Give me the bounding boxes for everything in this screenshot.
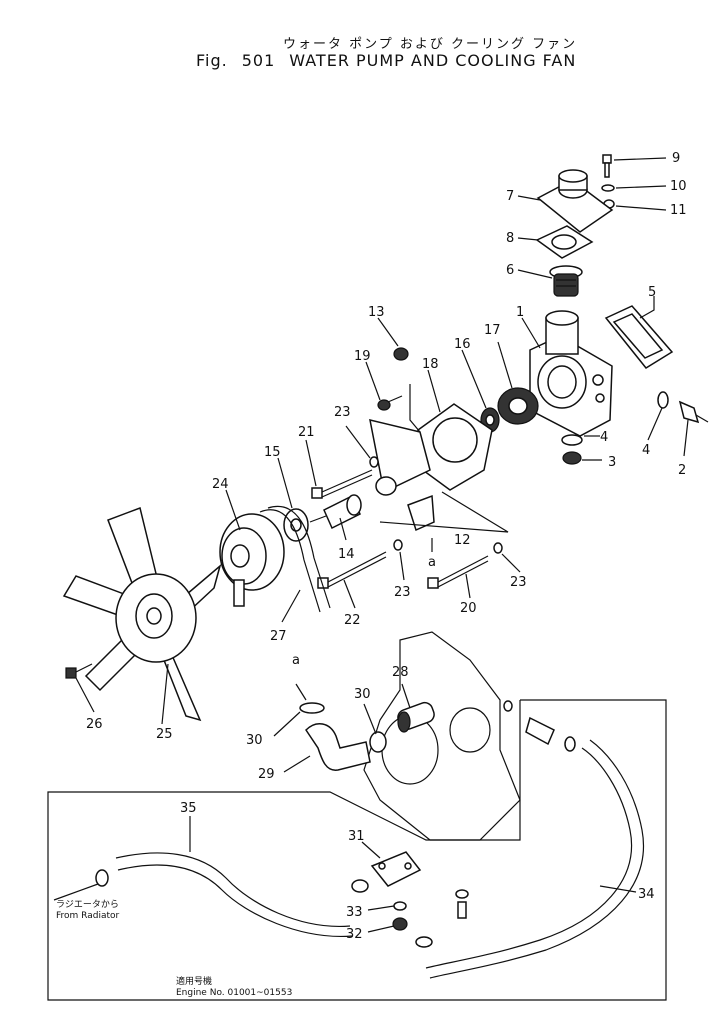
clamp-30-right [369,731,387,753]
bolt-22 [317,551,387,589]
title-english: WATER PUMP AND COOLING FAN [289,51,577,70]
fig-number: 501 [241,51,276,70]
note-engine-no: Engine No. 01001~01553 [176,988,292,998]
label-part-1: 1 [516,305,524,320]
label-part-12: 12 [454,533,471,548]
plug-3 [562,451,582,465]
label-part-23-right: 23 [510,575,527,590]
label-part-4-right: 4 [642,443,650,458]
label-part-3: 3 [608,455,616,470]
washer-4-right [657,391,669,409]
label-part-18: 18 [422,357,439,372]
label-part-10: 10 [670,179,687,194]
label-part-30-right: 30 [354,687,371,702]
label-part-7: 7 [506,189,514,204]
pump-housing-18 [369,403,493,532]
label-part-34: 34 [638,887,655,902]
hose-35 [115,852,353,938]
arrow-from-radiator [53,883,99,901]
washer-4-lower [561,434,583,446]
label-part-23-middle: 23 [394,585,411,600]
washer-33 [393,901,407,911]
label-part-19: 19 [354,349,371,364]
note-from-radiator-jp: ラジエータから [56,899,119,910]
label-part-33: 33 [346,905,363,920]
bolt-19 [377,395,403,411]
flange-fitting-31 [351,851,422,893]
note-from-radiator-en: From Radiator [56,911,119,921]
washer-23-right [493,542,503,554]
bolt-right-inset [457,901,467,919]
bolt-9 [602,154,612,178]
shaft-bearing-14 [309,494,362,530]
gasket-5 [604,305,674,369]
label-part-15: 15 [264,445,281,460]
label-part-2: 2 [678,463,686,478]
label-part-25: 25 [156,727,173,742]
bolt-20 [427,555,489,589]
label-part-27: 27 [270,629,287,644]
label-part-14: 14 [338,547,355,562]
engine-block-outline [363,631,521,841]
label-part-16: 16 [454,337,471,352]
bolt-21 [311,469,373,499]
label-ref-a-lower: a [292,653,300,668]
sensor-fitting-right [503,700,576,752]
thermostat-cover-7 [536,169,614,233]
label-part-4-lower: 4 [600,430,608,445]
label-part-11: 11 [670,203,687,218]
washer-right-inset [455,889,469,899]
label-part-23-upper: 23 [334,405,351,420]
cooling-fan-25 [62,507,222,722]
label-part-31: 31 [348,829,365,844]
thermostat-6 [549,265,583,297]
washer-23-upper [369,456,379,468]
label-part-5: 5 [648,285,656,300]
figure-title: Fig. 501 WATER PUMP AND COOLING FAN [196,51,590,70]
bolt-26 [65,663,93,679]
label-part-21: 21 [298,425,315,440]
clamp-34-lower [415,936,433,948]
label-ref-a-upper: a [428,555,436,570]
inset-box [47,699,667,1001]
label-part-13: 13 [368,305,385,320]
washer-10 [601,184,615,192]
label-part-28: 28 [392,665,409,680]
hose-29 [305,723,371,771]
clamp-35-left [95,869,109,887]
temperature-sensor-2 [678,400,709,424]
label-part-32: 32 [346,927,363,942]
label-part-30-left: 30 [246,733,263,748]
impeller-17 [497,387,539,425]
plug-32 [392,917,408,931]
label-part-24: 24 [212,477,229,492]
v-belt-27 [259,505,331,613]
title-japanese: ウォータ ポンプ および クーリング ファン [283,37,578,52]
leader-12 [379,491,509,533]
label-part-8: 8 [506,231,514,246]
pulley-24 [219,513,285,607]
label-part-29: 29 [258,767,275,782]
gasket-8 [535,225,594,259]
label-part-17: 17 [484,323,501,338]
fig-prefix: Fig. [196,51,228,70]
label-part-35: 35 [180,801,197,816]
leader-lines [75,157,689,933]
plug-13 [393,347,409,361]
clamp-30-upper [299,702,325,714]
washer-23-middle [393,539,403,551]
label-part-20: 20 [460,601,477,616]
label-part-26: 26 [86,717,103,732]
water-pump-body-1 [529,310,613,437]
hose-34 [425,739,644,979]
label-part-9: 9 [672,151,680,166]
note-applicable-jp: 適用号機 [176,975,212,987]
elbow-fitting-28 [397,701,435,733]
label-part-22: 22 [344,613,361,628]
label-part-6: 6 [506,263,514,278]
